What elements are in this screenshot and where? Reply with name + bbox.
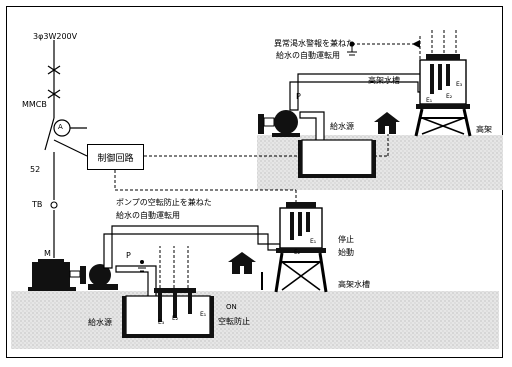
ground-symbol-upper [347, 41, 357, 56]
control-circuit-box: 制御回路 [87, 144, 144, 170]
lower-note-line2: 給水の自動運転用 [116, 211, 180, 220]
house-lower [228, 252, 263, 290]
upper-note-line2: 給水の自動運転用 [276, 51, 340, 60]
dry-run-label: 空転防止 [218, 317, 250, 326]
ammeter-label: A [58, 123, 63, 131]
ground-upper [257, 135, 503, 190]
upper-tank-e3: E₃ [456, 81, 463, 88]
lower-tank-e2: E₂ [294, 249, 301, 256]
ground-lower [11, 291, 499, 349]
elevated-tank-upper [414, 54, 472, 137]
water-source-pit-upper [298, 139, 376, 178]
terminal-symbol [50, 201, 58, 209]
upper-source-label: 給水源 [330, 122, 354, 131]
ground-symbol-lower [140, 260, 144, 264]
pit-e2: E₂ [172, 315, 179, 322]
upper-note-line1: 異常渇水警報を兼ねた [274, 39, 354, 48]
lower-pump-label: P [126, 251, 131, 260]
breaker-label: MMCB [22, 100, 47, 109]
on-label: ON [226, 303, 237, 311]
house-upper [374, 112, 400, 134]
motor-label: M [44, 249, 51, 258]
pit-e3: E₃ [158, 319, 165, 326]
contactor-label: 52 [30, 165, 41, 174]
alarm-arrow [412, 40, 420, 48]
elevated-tank-lower [274, 202, 328, 293]
terminal-label: TB [32, 200, 43, 209]
lower-source-label: 給水源 [88, 318, 112, 327]
upper-right-label: 高架 [476, 125, 492, 134]
upper-tank-label: 高架水槽 [368, 76, 400, 85]
ammeter-symbol [53, 119, 71, 137]
power-supply-label: 3φ3W200V [33, 32, 78, 41]
upper-tank-e1: E₁ [426, 97, 433, 104]
pump-unit-lower [80, 264, 118, 290]
power-line [44, 40, 88, 258]
lower-tank-e1: E₁ [310, 238, 317, 245]
pump-unit-upper [258, 110, 300, 137]
upper-tank-e2: E₂ [446, 93, 453, 100]
water-source-pit-lower [122, 295, 214, 338]
upper-pump-label: P [296, 92, 301, 101]
lower-note-line1: ポンプの空転防止を兼ねた [116, 198, 212, 207]
motor-unit [28, 259, 81, 291]
stop-label: 停止 [338, 235, 354, 244]
pit-e1: E₁ [200, 311, 207, 318]
start-label: 始動 [338, 248, 354, 257]
lower-tank-label: 高架水槽 [338, 280, 370, 289]
electrodes-lower [154, 288, 196, 322]
